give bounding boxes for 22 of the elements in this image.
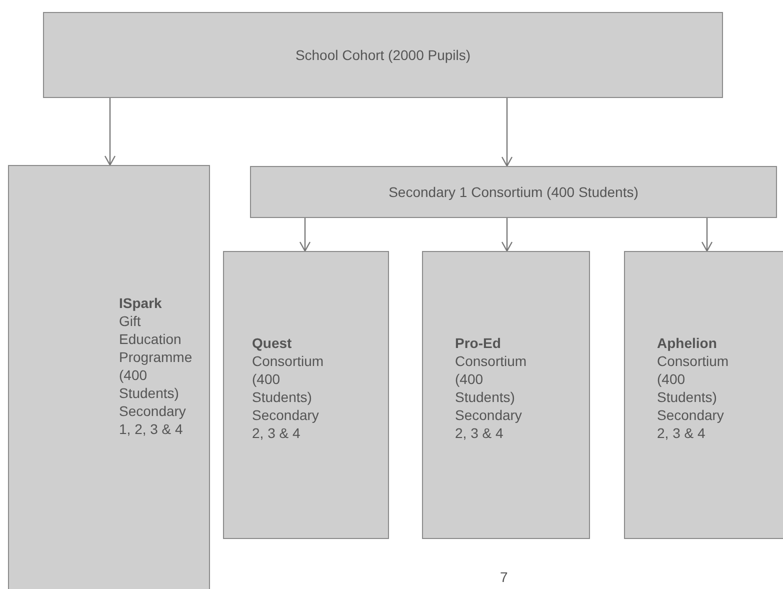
- group-box: [43, 12, 723, 98]
- programme-name: Aphelion: [657, 334, 718, 352]
- programme-box: [223, 251, 389, 539]
- programme-name: Pro-Ed: [455, 334, 502, 352]
- programme-details: Consortium (400 Students) Secondary 2, 3 & 4: [252, 352, 325, 442]
- programme-details: Gift Education Programme (400 Students) Secondary 1, 2, 3 & 4: [119, 312, 194, 438]
- programme-name: Quest: [252, 334, 293, 352]
- box-title: School Cohort (2000 Pupils): [295, 46, 471, 64]
- arrow: [701, 218, 713, 252]
- arrow: [501, 98, 513, 167]
- programme-box: [422, 251, 590, 539]
- arrow: [104, 98, 116, 166]
- programme-details: Consortium (400 Students) Secondary 2, 3 & 4: [657, 352, 730, 442]
- programme-details: Consortium (400 Students) Secondary 2, 3 & 4: [455, 352, 528, 442]
- programme-name: ISpark: [119, 294, 163, 312]
- arrow: [299, 218, 311, 252]
- box-title: Secondary 1 Consortium (400 Students): [388, 183, 638, 201]
- programme-box: [624, 251, 783, 539]
- page-number: 7: [500, 568, 508, 586]
- programme-box: [8, 165, 210, 589]
- group-box: [250, 166, 777, 218]
- arrow: [501, 218, 513, 252]
